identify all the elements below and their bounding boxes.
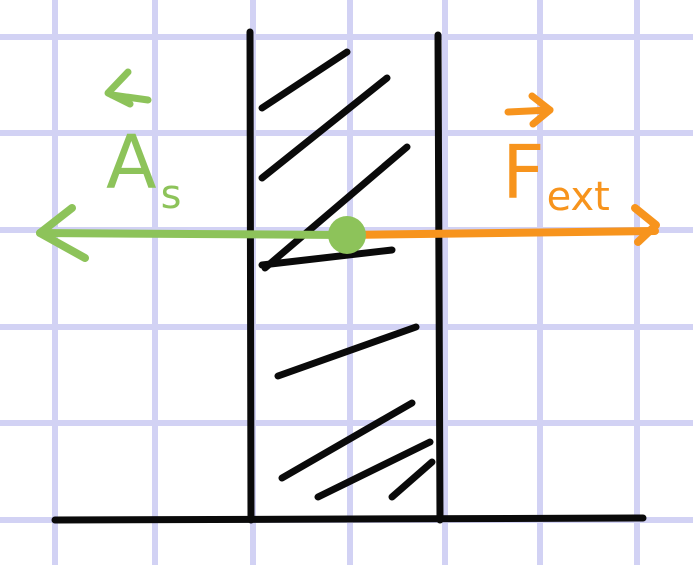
hatch-line bbox=[258, 74, 391, 182]
ground-line bbox=[51, 514, 647, 524]
right-force-label-sub: ext bbox=[547, 174, 610, 220]
right-label-vector-arrow-icon bbox=[504, 92, 554, 128]
left-force-arrowhead bbox=[36, 204, 89, 262]
right-force-vector bbox=[341, 204, 660, 246]
left-force-label-main: A bbox=[106, 120, 157, 206]
left-label-vector-arrow-icon bbox=[104, 68, 152, 108]
hatch-line bbox=[258, 246, 396, 269]
wall-left-edge bbox=[246, 28, 255, 524]
hatch-line bbox=[261, 143, 411, 272]
structure bbox=[51, 28, 647, 524]
hatch-line bbox=[388, 458, 436, 501]
hatch-line bbox=[274, 323, 420, 380]
wall-right-edge bbox=[434, 31, 444, 524]
hatch-line bbox=[278, 399, 416, 482]
right-force-shaft bbox=[341, 227, 659, 239]
application-point bbox=[328, 216, 366, 254]
hatch-line bbox=[314, 438, 434, 501]
wall-hatching bbox=[258, 48, 436, 501]
right-force-arrowhead bbox=[631, 204, 660, 246]
left-force-label-sub: s bbox=[161, 172, 182, 218]
left-force-vector bbox=[36, 204, 349, 262]
right-force-label: Fext bbox=[502, 130, 610, 220]
right-force-label-main: F bbox=[502, 130, 545, 216]
hatch-line bbox=[258, 48, 351, 112]
left-force-shaft bbox=[36, 229, 349, 239]
